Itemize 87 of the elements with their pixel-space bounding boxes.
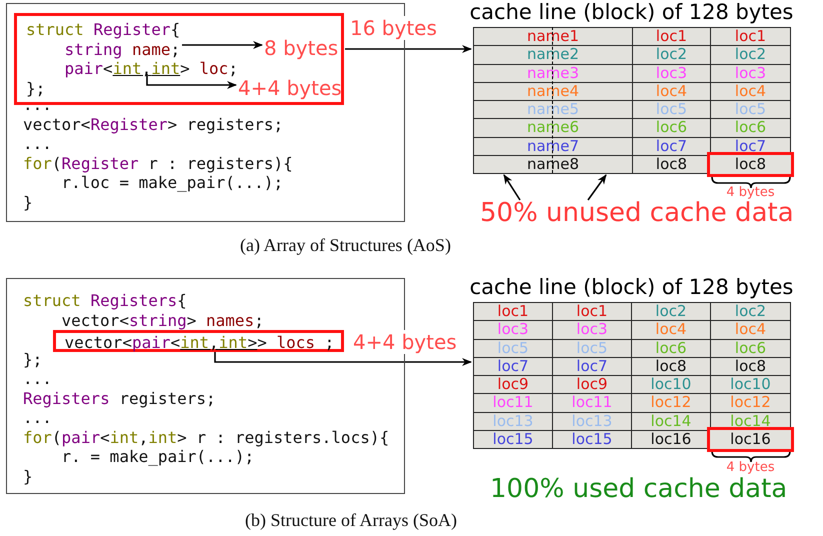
table-cell: loc4 (710, 82, 791, 101)
table-cell: loc12 (631, 393, 711, 412)
table-cell: name2 (473, 45, 633, 64)
table-cell: loc10 (710, 375, 791, 394)
table-cell: loc2 (631, 302, 711, 322)
table-cell: name5 (473, 100, 633, 120)
table-cell: loc3 (710, 64, 791, 83)
code-line: ... (23, 134, 52, 153)
table-cell: loc9 (552, 375, 632, 394)
table-cell: loc15 (552, 430, 632, 449)
table-cell: loc5 (710, 100, 791, 120)
highlighted-cell: loc16 (707, 426, 794, 452)
note-text: 100% used cache data (490, 474, 788, 504)
table-cell: loc4 (710, 320, 791, 340)
code-line: vector<Register> registers; (23, 114, 284, 134)
table-cell: loc6 (710, 338, 791, 358)
code-line: ... (23, 408, 52, 427)
edge-label: 4+4 bytes (353, 330, 457, 354)
table-cell: loc1 (632, 27, 711, 46)
code-line: ... (23, 369, 52, 388)
table-cell: loc3 (552, 320, 632, 340)
table-heading: cache line (block) of 128 bytes (468, 275, 794, 299)
code-line: }; (26, 78, 46, 98)
code-line: } (23, 466, 33, 486)
code-panel (6, 278, 405, 494)
table-cell: loc13 (552, 412, 632, 431)
code-line: } (23, 192, 33, 212)
arrow (146, 74, 237, 89)
arrow (214, 352, 472, 366)
table-heading: cache line (block) of 128 bytes (468, 0, 794, 24)
highlight-box (53, 330, 344, 352)
table-cell: loc2 (710, 302, 791, 322)
figure-caption: (a) Array of Structures (AoS) (240, 235, 451, 256)
table-cell: loc13 (473, 412, 553, 431)
table-cell: loc2 (632, 45, 711, 64)
table-cell: loc1 (710, 27, 791, 46)
highlight-box (14, 13, 344, 105)
table-cell: loc15 (473, 430, 553, 449)
table-cell: loc9 (473, 375, 553, 394)
table-cell: loc5 (473, 338, 553, 358)
arrow (345, 45, 472, 53)
size-label: 4 bytes (725, 185, 776, 200)
code-line: r.loc = make_pair(...); (62, 173, 284, 192)
code-line: Registers registers; (23, 388, 216, 408)
code-line: for(Register r : registers){ (23, 154, 293, 172)
size-label: 4+4 bytes (238, 76, 342, 100)
table-cell: name8 (473, 154, 633, 174)
table-cell: name3 (473, 64, 633, 83)
figure-caption: (b) Structure of Arrays (SoA) (245, 510, 457, 531)
size-label: 8 bytes (264, 36, 338, 60)
table-cell: loc2 (710, 45, 791, 64)
table-cell: loc7 (632, 136, 711, 156)
table-cell: loc6 (710, 118, 791, 138)
highlighted-cell: loc8 (707, 152, 794, 177)
arrow (503, 174, 521, 200)
code-line: struct Register{ (26, 20, 180, 39)
table-cell: loc10 (631, 375, 711, 394)
table-cell: loc14 (631, 412, 711, 431)
code-line: r. = make_pair(...); (62, 447, 254, 466)
arrow (182, 41, 263, 49)
table-cell: loc12 (710, 393, 791, 412)
code-line: struct Registers{ (23, 291, 187, 310)
table-cell: name1 (473, 27, 633, 46)
arrow (587, 174, 607, 200)
note-text: 50% unused cache data (480, 198, 794, 228)
table-cell: loc5 (552, 338, 632, 358)
table-cell: loc5 (632, 100, 711, 120)
table-cell: loc8 (710, 356, 791, 376)
table-cell: loc1 (552, 302, 632, 322)
code-line: string name; (64, 40, 180, 58)
size-label: 4 bytes (725, 460, 776, 475)
code-line: vector<pair<int,int>> locs ; (64, 333, 334, 352)
table-cell: loc11 (473, 393, 553, 412)
table-cell: loc6 (631, 338, 711, 358)
table-cell: name6 (473, 118, 633, 138)
table-cell: loc1 (473, 302, 553, 322)
table-cell: name7 (473, 136, 633, 156)
table-cell: loc11 (552, 393, 632, 412)
code-line: pair<int,int> loc; (64, 59, 238, 78)
table-cell: loc3 (473, 320, 553, 340)
table-cell: loc4 (631, 320, 711, 340)
table-cell: loc6 (632, 118, 711, 138)
code-line: for(pair<int,int> r : registers.locs){ (23, 428, 390, 446)
code-line: vector<string> names; (62, 310, 264, 330)
edge-label: 16 bytes (350, 16, 437, 40)
table-cell: loc3 (632, 64, 711, 83)
code-line: }; (23, 350, 42, 368)
